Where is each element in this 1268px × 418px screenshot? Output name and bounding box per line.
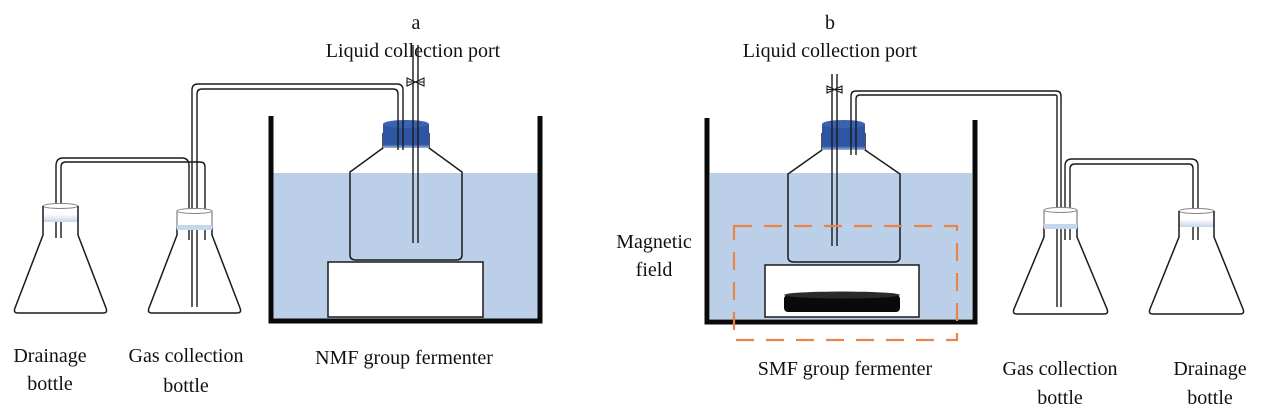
- drain-tube-b: [1064, 158, 1199, 240]
- support-block-a: [327, 261, 484, 318]
- gas-label-a-line1: Gas collection: [129, 345, 244, 367]
- bottle-cap-b: [822, 124, 865, 150]
- magnetic-label-line1: Magnetic: [616, 231, 692, 253]
- magnetic-label-line2: field: [636, 259, 673, 281]
- fermenter-bottle-b: [787, 74, 901, 263]
- gas-label-a-line2: bottle: [163, 375, 209, 397]
- fermenter-label-b: SMF group fermenter: [758, 358, 933, 380]
- drainage-bottle-a: [13, 203, 108, 314]
- panel-b: b Liquid collection port: [616, 12, 1247, 409]
- gas-collection-bottle-b: [1012, 207, 1109, 315]
- drainage-label-a-line1: Drainage: [13, 345, 86, 367]
- fermenter-bottle-a: [349, 45, 463, 261]
- fermenter-label-a: NMF group fermenter: [315, 347, 493, 369]
- panel-b-port-label: Liquid collection port: [743, 40, 918, 62]
- gas-tube-a: [196, 88, 399, 307]
- panel-a: a Liquid collection port: [13, 12, 543, 397]
- gas-collection-bottle-a: [147, 208, 242, 314]
- drainage-label-b-line1: Drainage: [1173, 358, 1246, 380]
- magnetic-field-region: [732, 224, 959, 342]
- panel-b-letter: b: [825, 12, 835, 34]
- drain-tube-a: [60, 161, 206, 240]
- drainage-label-a-line2: bottle: [27, 373, 73, 395]
- gas-label-b-line2: bottle: [1037, 387, 1083, 409]
- gas-label-b-line1: Gas collection: [1003, 358, 1118, 380]
- drainage-bottle-b: [1148, 208, 1245, 315]
- drainage-label-b-line2: bottle: [1187, 387, 1233, 409]
- magnet-disc: [784, 291, 900, 312]
- water-bath-a: [268, 116, 543, 324]
- panel-a-letter: a: [412, 12, 421, 34]
- gas-tube-b: [850, 90, 1062, 307]
